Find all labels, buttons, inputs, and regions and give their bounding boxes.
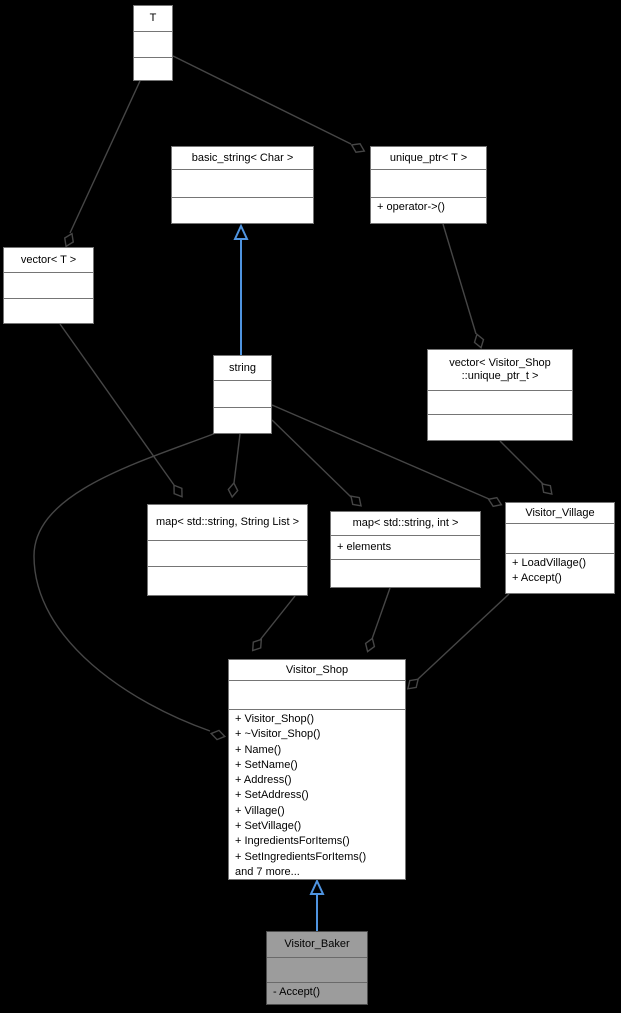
class-title: Visitor_Village [506, 503, 614, 524]
method-line: - Accept() [273, 986, 321, 998]
method-line: + IngredientsForItems() [235, 835, 350, 848]
methods-compartment: + operator->() [371, 198, 486, 215]
edge-string-inherits-basic-string [233, 223, 249, 355]
methods-compartment: - Accept() [267, 983, 367, 1000]
class-box-string[interactable]: string [213, 355, 272, 434]
class-box-map-string-list[interactable]: map< std::string, String List > [147, 504, 308, 596]
edge-string-to-visitor-shop-curve [33, 432, 227, 741]
attributes-compartment [428, 391, 572, 415]
class-title: string [214, 356, 271, 381]
class-box-visitor-village[interactable]: Visitor_Village + LoadVillage() + Accept… [505, 502, 615, 594]
edge-map-string-list-to-visitor-shop [251, 595, 296, 652]
class-title: map< std::string, int > [331, 512, 480, 536]
aggregation-diamond-icon [350, 495, 362, 507]
class-title: Visitor_Baker [267, 932, 367, 958]
method-line: and 7 more... [235, 865, 300, 878]
edge-visitor-village-to-visitor-shop [406, 593, 510, 690]
edge-vector-t-to-map-string-list [59, 323, 183, 498]
attributes-compartment [229, 681, 405, 710]
method-line: + Name() [235, 743, 282, 756]
attributes-compartment [134, 32, 172, 58]
method-line: + Accept() [512, 572, 562, 585]
method-line: + operator->() [377, 201, 445, 213]
methods-compartment: + Visitor_Shop() + ~Visitor_Shop() + Nam… [229, 710, 405, 880]
attributes-compartment [267, 958, 367, 983]
class-box-basic-string[interactable]: basic_string< Char > [171, 146, 314, 224]
class-title: vector< Visitor_Shop ::unique_ptr_t > [428, 350, 572, 391]
edge-t-to-vector-t [63, 80, 141, 248]
method-line: + SetAddress() [235, 789, 309, 802]
method-line: + SetVillage() [235, 820, 302, 833]
class-box-visitor-shop[interactable]: Visitor_Shop + Visitor_Shop() + ~Visitor… [228, 659, 406, 880]
inheritance-arrow-icon [233, 223, 249, 240]
method-line: + SetName() [235, 758, 298, 771]
class-box-map-int[interactable]: map< std::string, int > + elements [330, 511, 481, 588]
aggregation-diamond-icon [63, 232, 75, 248]
method-line: + Address() [235, 774, 292, 787]
edge-vector-unique-ptr-to-visitor-village [499, 440, 553, 495]
class-title: map< std::string, String List > [148, 505, 307, 541]
attributes-compartment [4, 273, 93, 299]
aggregation-diamond-icon [406, 678, 420, 690]
attributes-compartment [172, 170, 313, 198]
attributes-compartment [148, 541, 307, 567]
aggregation-diamond-icon [487, 496, 503, 508]
attributes-compartment: + elements [331, 536, 480, 560]
class-box-visitor-baker[interactable]: Visitor_Baker - Accept() [266, 931, 368, 1005]
class-title: T [134, 6, 172, 32]
aggregation-diamond-icon [350, 143, 366, 153]
edge-string-to-map-string-list [227, 433, 241, 499]
class-title: unique_ptr< T > [371, 147, 486, 170]
aggregation-diamond-icon [364, 637, 376, 653]
attributes-compartment [371, 170, 486, 198]
inheritance-arrow-icon [309, 878, 325, 895]
class-box-t[interactable]: T [133, 5, 173, 81]
aggregation-diamond-icon [227, 481, 239, 499]
aggregation-diamond-icon [473, 333, 485, 349]
class-title: vector< T > [4, 248, 93, 273]
methods-compartment: + LoadVillage() + Accept() [506, 554, 614, 587]
method-line: + SetIngredientsForItems() [235, 850, 367, 863]
attributes-compartment [214, 381, 271, 408]
class-box-vector-t[interactable]: vector< T > [3, 247, 94, 324]
class-title: basic_string< Char > [172, 147, 313, 170]
method-line: + ~Visitor_Shop() [235, 728, 321, 741]
edge-visitor-baker-inherits-visitor-shop [309, 878, 325, 931]
edge-string-to-visitor-village [271, 404, 503, 508]
edge-t-to-unique-ptr [172, 55, 366, 153]
aggregation-diamond-icon [209, 729, 227, 741]
edge-map-int-to-visitor-shop [364, 587, 391, 653]
class-box-unique-ptr[interactable]: unique_ptr< T > + operator->() [370, 146, 487, 224]
method-line: + Visitor_Shop() [235, 713, 314, 725]
method-line: + LoadVillage() [512, 557, 587, 569]
edge-unique-ptr-to-vector-unique-ptr [442, 223, 485, 349]
attribute-line: + elements [337, 541, 392, 553]
aggregation-diamond-icon [251, 638, 263, 652]
class-box-vector-unique-ptr[interactable]: vector< Visitor_Shop ::unique_ptr_t > [427, 349, 573, 441]
class-title: Visitor_Shop [229, 660, 405, 681]
method-line: + Village() [235, 804, 285, 817]
attributes-compartment [506, 524, 614, 554]
edge-string-to-map-int [271, 419, 362, 507]
aggregation-diamond-icon [173, 484, 183, 498]
aggregation-diamond-icon [541, 483, 553, 495]
